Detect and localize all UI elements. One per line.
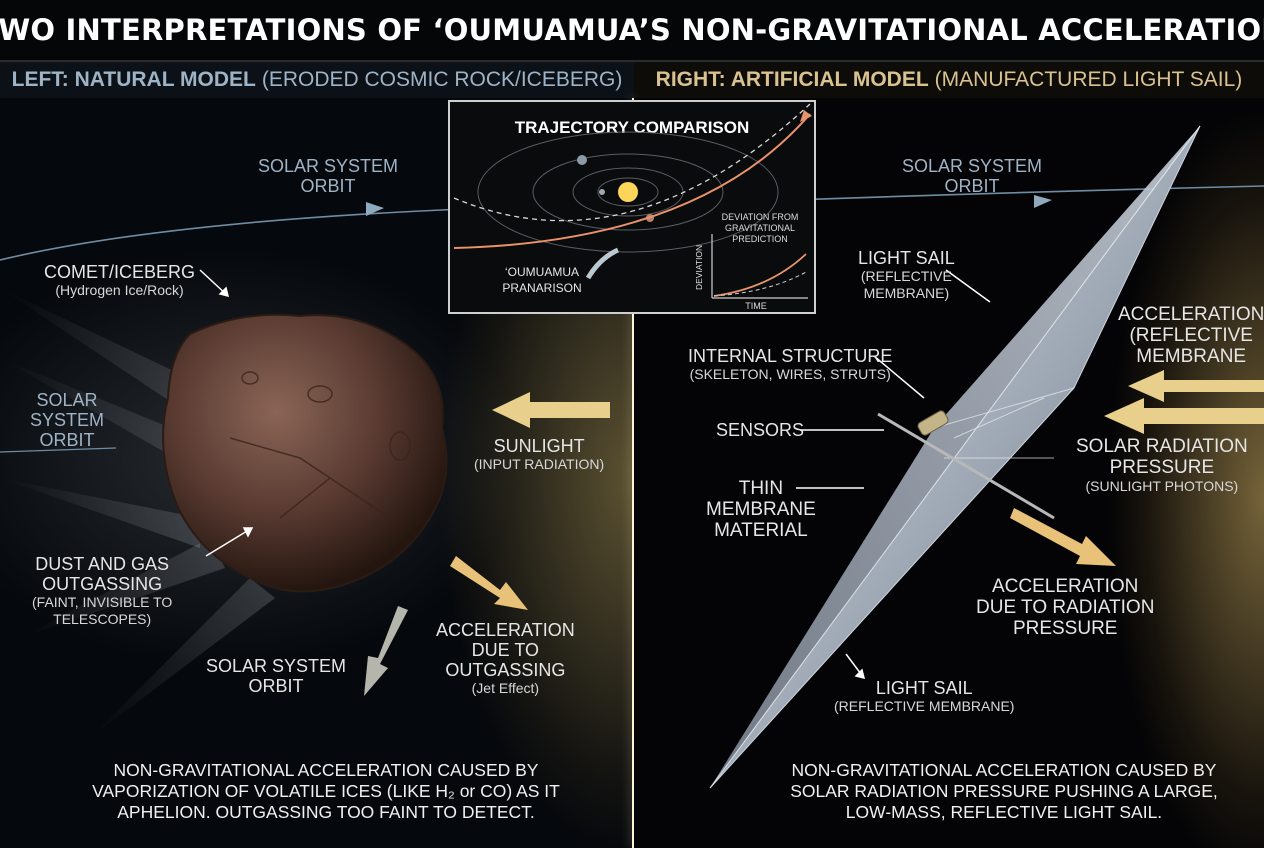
sail-boom <box>877 412 1055 520</box>
title-bar: TWO INTERPRETATIONS OF ‘OUMUAMUA’S NON-G… <box>0 0 1264 62</box>
planet-icon <box>577 155 587 165</box>
gravitational-prediction-path <box>453 103 811 222</box>
oumuamua-pointer-icon <box>585 247 620 280</box>
sensor-module <box>917 410 949 436</box>
left-model-header: LEFT: NATURAL MODEL (ERODED COSMIC ROCK/… <box>0 62 634 98</box>
sunlight-arrow-icon-2 <box>1104 398 1264 434</box>
artificial-model-caption: NON-GRAVITATIONAL ACCELERATION CAUSED BY… <box>790 760 1218 822</box>
planet-orbits <box>477 131 779 253</box>
right-header-bold: RIGHT: ARTIFICIAL MODEL <box>655 68 929 91</box>
internal-structure-wires <box>709 125 1201 789</box>
deviation-label-2: GRAVITATIONAL <box>725 223 795 233</box>
page-title: TWO INTERPRETATIONS OF ‘OUMUAMUA’S NON-G… <box>0 13 1264 47</box>
sun-icon <box>618 182 638 202</box>
prediction-curve <box>713 271 807 297</box>
natural-model-illustration <box>0 202 632 738</box>
deviation-label-3: PREDICTION <box>732 234 788 244</box>
sunlight-arrow-icon-1 <box>1128 370 1264 402</box>
deviation-label-1: DEVIATION FROM <box>722 212 799 222</box>
panel-divider <box>632 98 634 848</box>
jet-arrow-icon <box>364 606 408 696</box>
trajectory-diagram: DEVIATION FROM GRAVITATIONAL PREDICTION … <box>453 103 812 311</box>
left-header-rest: (ERODED COSMIC ROCK/ICEBERG) <box>261 68 623 91</box>
left-header-bold: LEFT: NATURAL MODEL <box>11 68 256 91</box>
right-pointer-lines <box>796 269 991 680</box>
acceleration-outgassing-arrow-icon <box>450 556 528 610</box>
orbit-arrow-icon <box>366 202 384 216</box>
trajectory-arrow-icon <box>800 110 812 122</box>
right-model-header: RIGHT: ARTIFICIAL MODEL (MANUFACTURED LI… <box>634 62 1264 98</box>
artificial-model-illustration <box>634 125 1264 789</box>
asteroid-rock <box>162 313 448 593</box>
planet-icon <box>599 189 605 195</box>
comet-iceberg-label: COMET/ICEBERG(Hydrogen Ice/Rock) <box>44 262 196 298</box>
oumuamua-trajectory-path <box>453 113 811 249</box>
natural-model-caption: NON-GRAVITATIONAL ACCELERATION CAUSED BY… <box>92 760 560 822</box>
sunlight-label: SUNLIGHT(INPUT RADIATION) <box>474 436 605 472</box>
x-axis-label: TIME <box>745 301 767 311</box>
y-axis-label: DEVIATION <box>694 245 704 290</box>
right-header-rest: (MANUFACTURED LIGHT SAIL) <box>934 68 1243 91</box>
inset-title: TRAJECTORY COMPARISON <box>514 118 750 137</box>
oumuamua-label-2: PRANARISON <box>502 281 581 295</box>
left-pointer-lines <box>199 269 254 557</box>
left-orbit-line <box>0 447 117 453</box>
internal-structure-label: INTERNAL STRUCTURE(SKELETON, WIRES, STRU… <box>688 346 893 382</box>
oumuamua-label-1: ‘OUMUAMUA <box>505 265 579 279</box>
trajectory-comparison-inset: TRAJECTORY COMPARISON DEVIATION FROM GRA… <box>448 100 816 314</box>
light-sail-label-bottom: LIGHT SAIL(REFLECTIVE MEMBRANE) <box>834 678 1015 714</box>
sunlight-arrow-icon <box>492 392 610 428</box>
sensors-label: SENSORS <box>716 420 805 440</box>
acceleration-radiation-arrow-icon <box>1010 508 1116 566</box>
deviation-curve <box>713 253 807 297</box>
orbit-arrow-icon <box>1034 195 1052 208</box>
rock-craters <box>229 371 411 519</box>
